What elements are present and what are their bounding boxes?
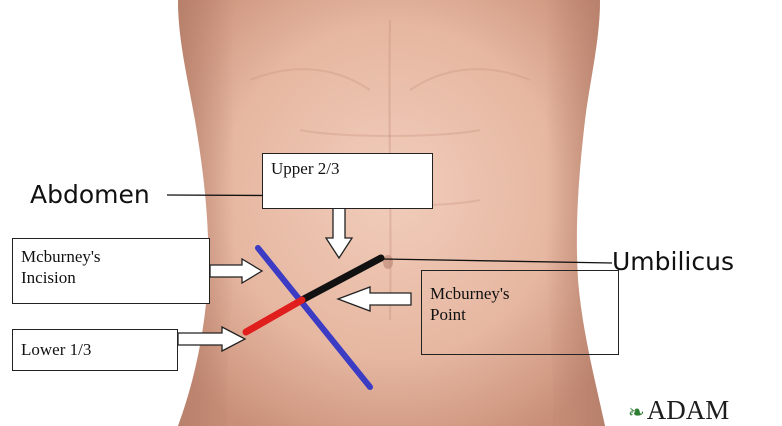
upper-label: Upper 2/3: [271, 159, 339, 178]
torso-shade-right: [545, 0, 605, 426]
torso-shade-left: [178, 0, 235, 426]
umbilicus-dimple: [383, 255, 393, 269]
logo-text: ADAM: [647, 395, 730, 425]
box-incision: Mcburney's Incision: [12, 238, 210, 304]
box-point: Mcburney's Point: [421, 270, 619, 355]
adam-logo: ❧ADAM: [628, 395, 729, 426]
box-upper: Upper 2/3: [262, 153, 433, 209]
point-label-line2: Point: [430, 304, 610, 325]
label-umbilicus: Umbilicus: [612, 247, 734, 276]
label-abdomen: Abdomen: [30, 180, 150, 209]
lower-label: Lower 1/3: [21, 340, 91, 359]
box-lower: Lower 1/3: [12, 329, 178, 371]
incision-label-line2: Incision: [21, 267, 201, 288]
point-label-line1: Mcburney's: [430, 283, 610, 304]
torso-body: [178, 0, 605, 426]
ivy-leaf-icon: ❧: [628, 402, 645, 424]
incision-label-line1: Mcburney's: [21, 246, 201, 267]
